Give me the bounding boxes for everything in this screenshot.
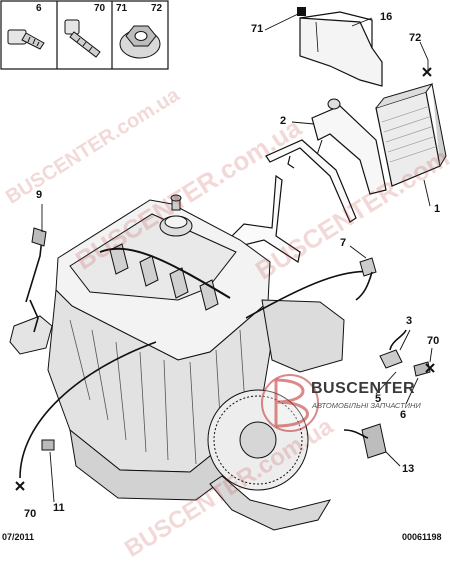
parts-box-label-72: 72	[151, 3, 163, 14]
callout-72: 72	[409, 32, 422, 44]
exploded-parts-diagram	[0, 0, 447, 531]
ecu-bracket-2	[311, 98, 387, 195]
support-bracket	[231, 139, 357, 263]
logo-sub-text: АВТОМОБІЛЬНІ ЗАПЧАСТИНИ	[312, 401, 421, 410]
callout-9: 9	[36, 189, 43, 201]
callout-1: 1	[434, 203, 441, 215]
callout-71: 71	[251, 23, 264, 35]
bolt-6-icon	[7, 29, 45, 50]
callout-16: 16	[380, 11, 393, 23]
bolt-70-icon	[64, 19, 101, 58]
parts-box-label-6: 6	[36, 3, 42, 14]
callout-70a: 70	[24, 508, 37, 520]
footer-ref: 00061198	[402, 532, 442, 542]
callout-leaders	[41, 13, 433, 503]
parts-box-label-71: 71	[116, 3, 128, 14]
logo-main-text: BUSCENTER	[311, 380, 416, 397]
ecu-cover-16	[297, 7, 383, 87]
engine-assembly	[9, 194, 403, 531]
sensor-wiring	[19, 227, 431, 479]
flange-nut-icon	[119, 25, 161, 59]
callout-3: 3	[406, 315, 413, 327]
callout-13: 13	[402, 463, 415, 475]
callout-2: 2	[280, 115, 287, 127]
footer-date: 07/2011	[2, 532, 35, 542]
ecu-unit-1	[375, 83, 447, 187]
fastener-parts-box	[0, 0, 169, 70]
buscenter-logo	[261, 374, 319, 432]
parts-box-label-70: 70	[94, 3, 106, 14]
cross-markers	[15, 67, 435, 491]
callout-70b: 70	[427, 335, 440, 347]
callout-5: 5	[375, 393, 382, 405]
callout-11: 11	[53, 502, 65, 514]
callout-6: 6	[400, 409, 407, 421]
callout-7: 7	[340, 237, 347, 249]
